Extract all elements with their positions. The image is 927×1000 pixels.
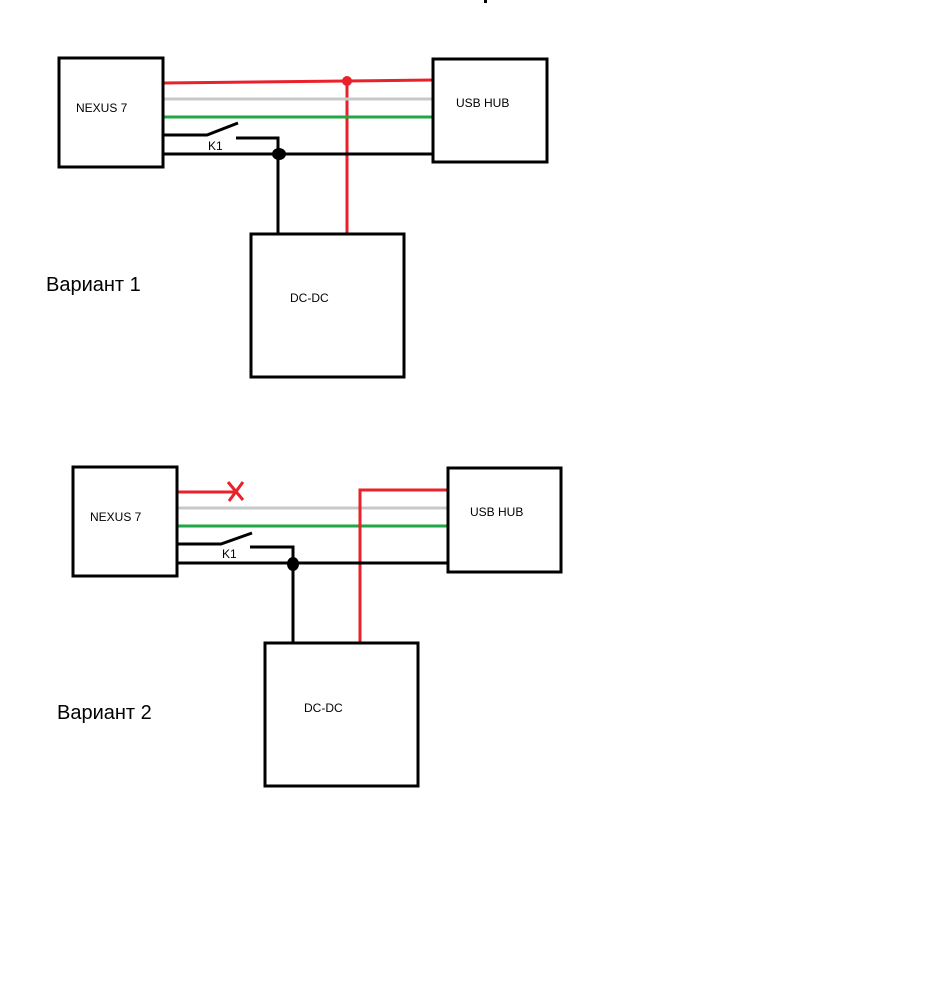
power-wire (163, 78, 434, 85)
usb-hub-label: USB HUB (470, 505, 523, 519)
dcdc-label: DC-DC (290, 291, 329, 305)
switch-label: K1 (222, 547, 237, 561)
switch-lead-left (164, 121, 239, 137)
usb-hub-label: USB HUB (456, 96, 509, 110)
power-junction (342, 76, 352, 86)
ground-junction (287, 557, 299, 571)
nexus7-label: NEXUS 7 (90, 510, 142, 524)
cut-mark-icon-stroke2 (227, 481, 245, 502)
switch-lead-right (250, 545, 295, 643)
variant-title: Вариант 2 (57, 702, 152, 724)
switch-lead-left (178, 531, 253, 546)
power-wire (358, 488, 448, 643)
variant-title: Вариант 1 (46, 274, 141, 296)
dcdc-label: DC-DC (304, 701, 343, 715)
stray-mark (484, 0, 487, 3)
nexus7-box (71, 465, 179, 578)
usb-hub-box (431, 57, 549, 164)
switch-label: K1 (208, 139, 223, 153)
variant-1: NEXUS 7 USB HUB DC-DC K1 Вариант 1 (46, 56, 549, 379)
nexus7-label: NEXUS 7 (76, 101, 128, 115)
nexus7-box (57, 56, 165, 169)
variant-2: NEXUS 7 USB HUB DC-DC K1 Вариант 2 (57, 465, 563, 788)
dcdc-box (249, 232, 406, 379)
dcdc-box (263, 641, 420, 788)
switch-lead-right (236, 136, 280, 234)
usb-hub-box (446, 466, 563, 574)
ground-junction (272, 148, 286, 160)
